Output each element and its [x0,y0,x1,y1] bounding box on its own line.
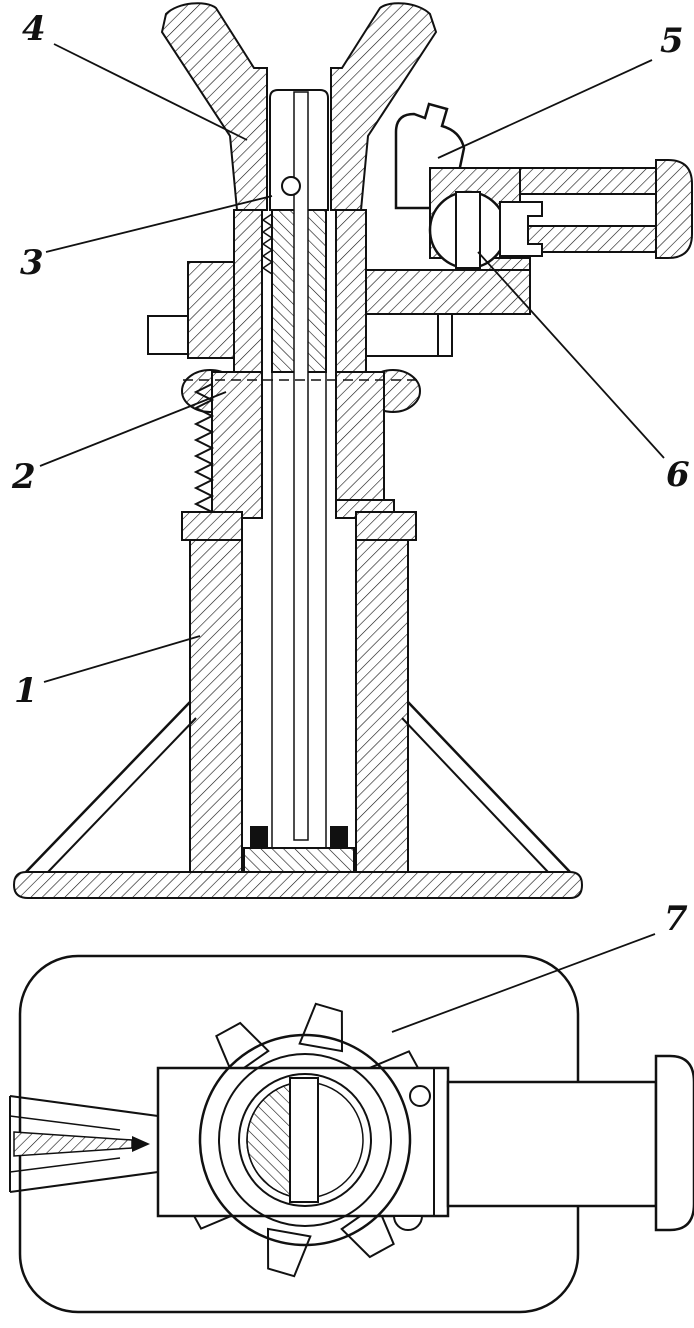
leader-line-7 [391,933,656,1033]
lower-bracket [365,269,531,315]
pawl-pivot [409,1085,431,1107]
hub-key-slot [289,1077,319,1203]
cone-right-inner-edge [401,717,549,873]
right-plate-body [365,313,453,357]
rod-bottom-seat [243,847,355,873]
saddle-cup [160,2,438,211]
leader-line-5 [437,59,653,159]
socket-plug [499,201,543,257]
cone-left-outer-edge [25,701,191,873]
tube-left-wall [189,539,243,873]
base-cone [12,701,584,899]
callout-label-4: 4 [22,9,46,49]
callouts: 4 5 3 6 2 1 7 [11,9,690,1033]
socket-end-cap [655,159,693,259]
ratchet-gear-circles [198,1033,412,1247]
fork-lower-edge [9,1171,159,1193]
gear-inner-circle [238,1073,372,1207]
saddle-left-horn [160,2,268,211]
thread-profile-lower [193,383,215,513]
rod-foot-right [330,826,348,850]
gear-rim [198,1033,412,1247]
fork-lower-inner [9,1157,121,1173]
callout-label-3: 3 [20,243,44,283]
nut-right-wall [335,209,367,373]
handle-bar-cap [654,1054,694,1232]
column-right-wall [335,371,385,501]
base-ring-section [12,871,584,899]
screw-rod [243,91,355,873]
leader-line-3 [45,195,273,253]
rod-foot-left [250,826,268,850]
leader-line-2 [39,391,227,467]
leader-line-6 [477,251,665,459]
fork-upper-edge [9,1095,159,1117]
cone-left-inner-edge [47,717,197,873]
gear-tooth [340,1202,395,1259]
thread-profile-upper [261,213,274,275]
yoke-bottom-notch [392,1215,424,1231]
gear-tooth [215,1021,270,1078]
callout-label-7: 7 [664,899,688,939]
tube-collar-left [181,511,243,541]
left-lug-block [187,261,235,359]
threaded-column [193,371,395,519]
gear-middle-circle [218,1053,392,1227]
handle-bar [446,1054,694,1232]
column-left-wall [211,371,263,519]
ball-pin [455,191,481,269]
callout-label-1: 1 [14,671,38,711]
fork-upper-inner [9,1115,121,1131]
leader-line-1 [43,635,201,683]
rod-center-slot [293,91,309,841]
left-stub [147,315,189,355]
tube-right-wall [355,539,409,873]
fork-pointer-tip [132,1136,150,1152]
tube-collar-right [355,511,417,541]
left-fork [9,1095,159,1193]
callout-label-2: 2 [11,457,36,497]
cone-right-outer-edge [407,701,571,873]
callout-label-5: 5 [660,21,684,61]
leader-line-4 [53,43,248,141]
saddle-right-horn [330,2,438,211]
handle-socket-assembly [365,159,693,315]
handle-bar-body [446,1080,658,1208]
right-plate [365,313,453,357]
screw-head-pin [281,176,301,196]
nut-left-wall [233,209,263,373]
socket-tube-top-wall [519,167,657,195]
outer-tube [181,511,417,873]
callout-label-6: 6 [666,455,690,495]
top-plan-view [9,954,694,1314]
side-section-view [12,2,693,899]
